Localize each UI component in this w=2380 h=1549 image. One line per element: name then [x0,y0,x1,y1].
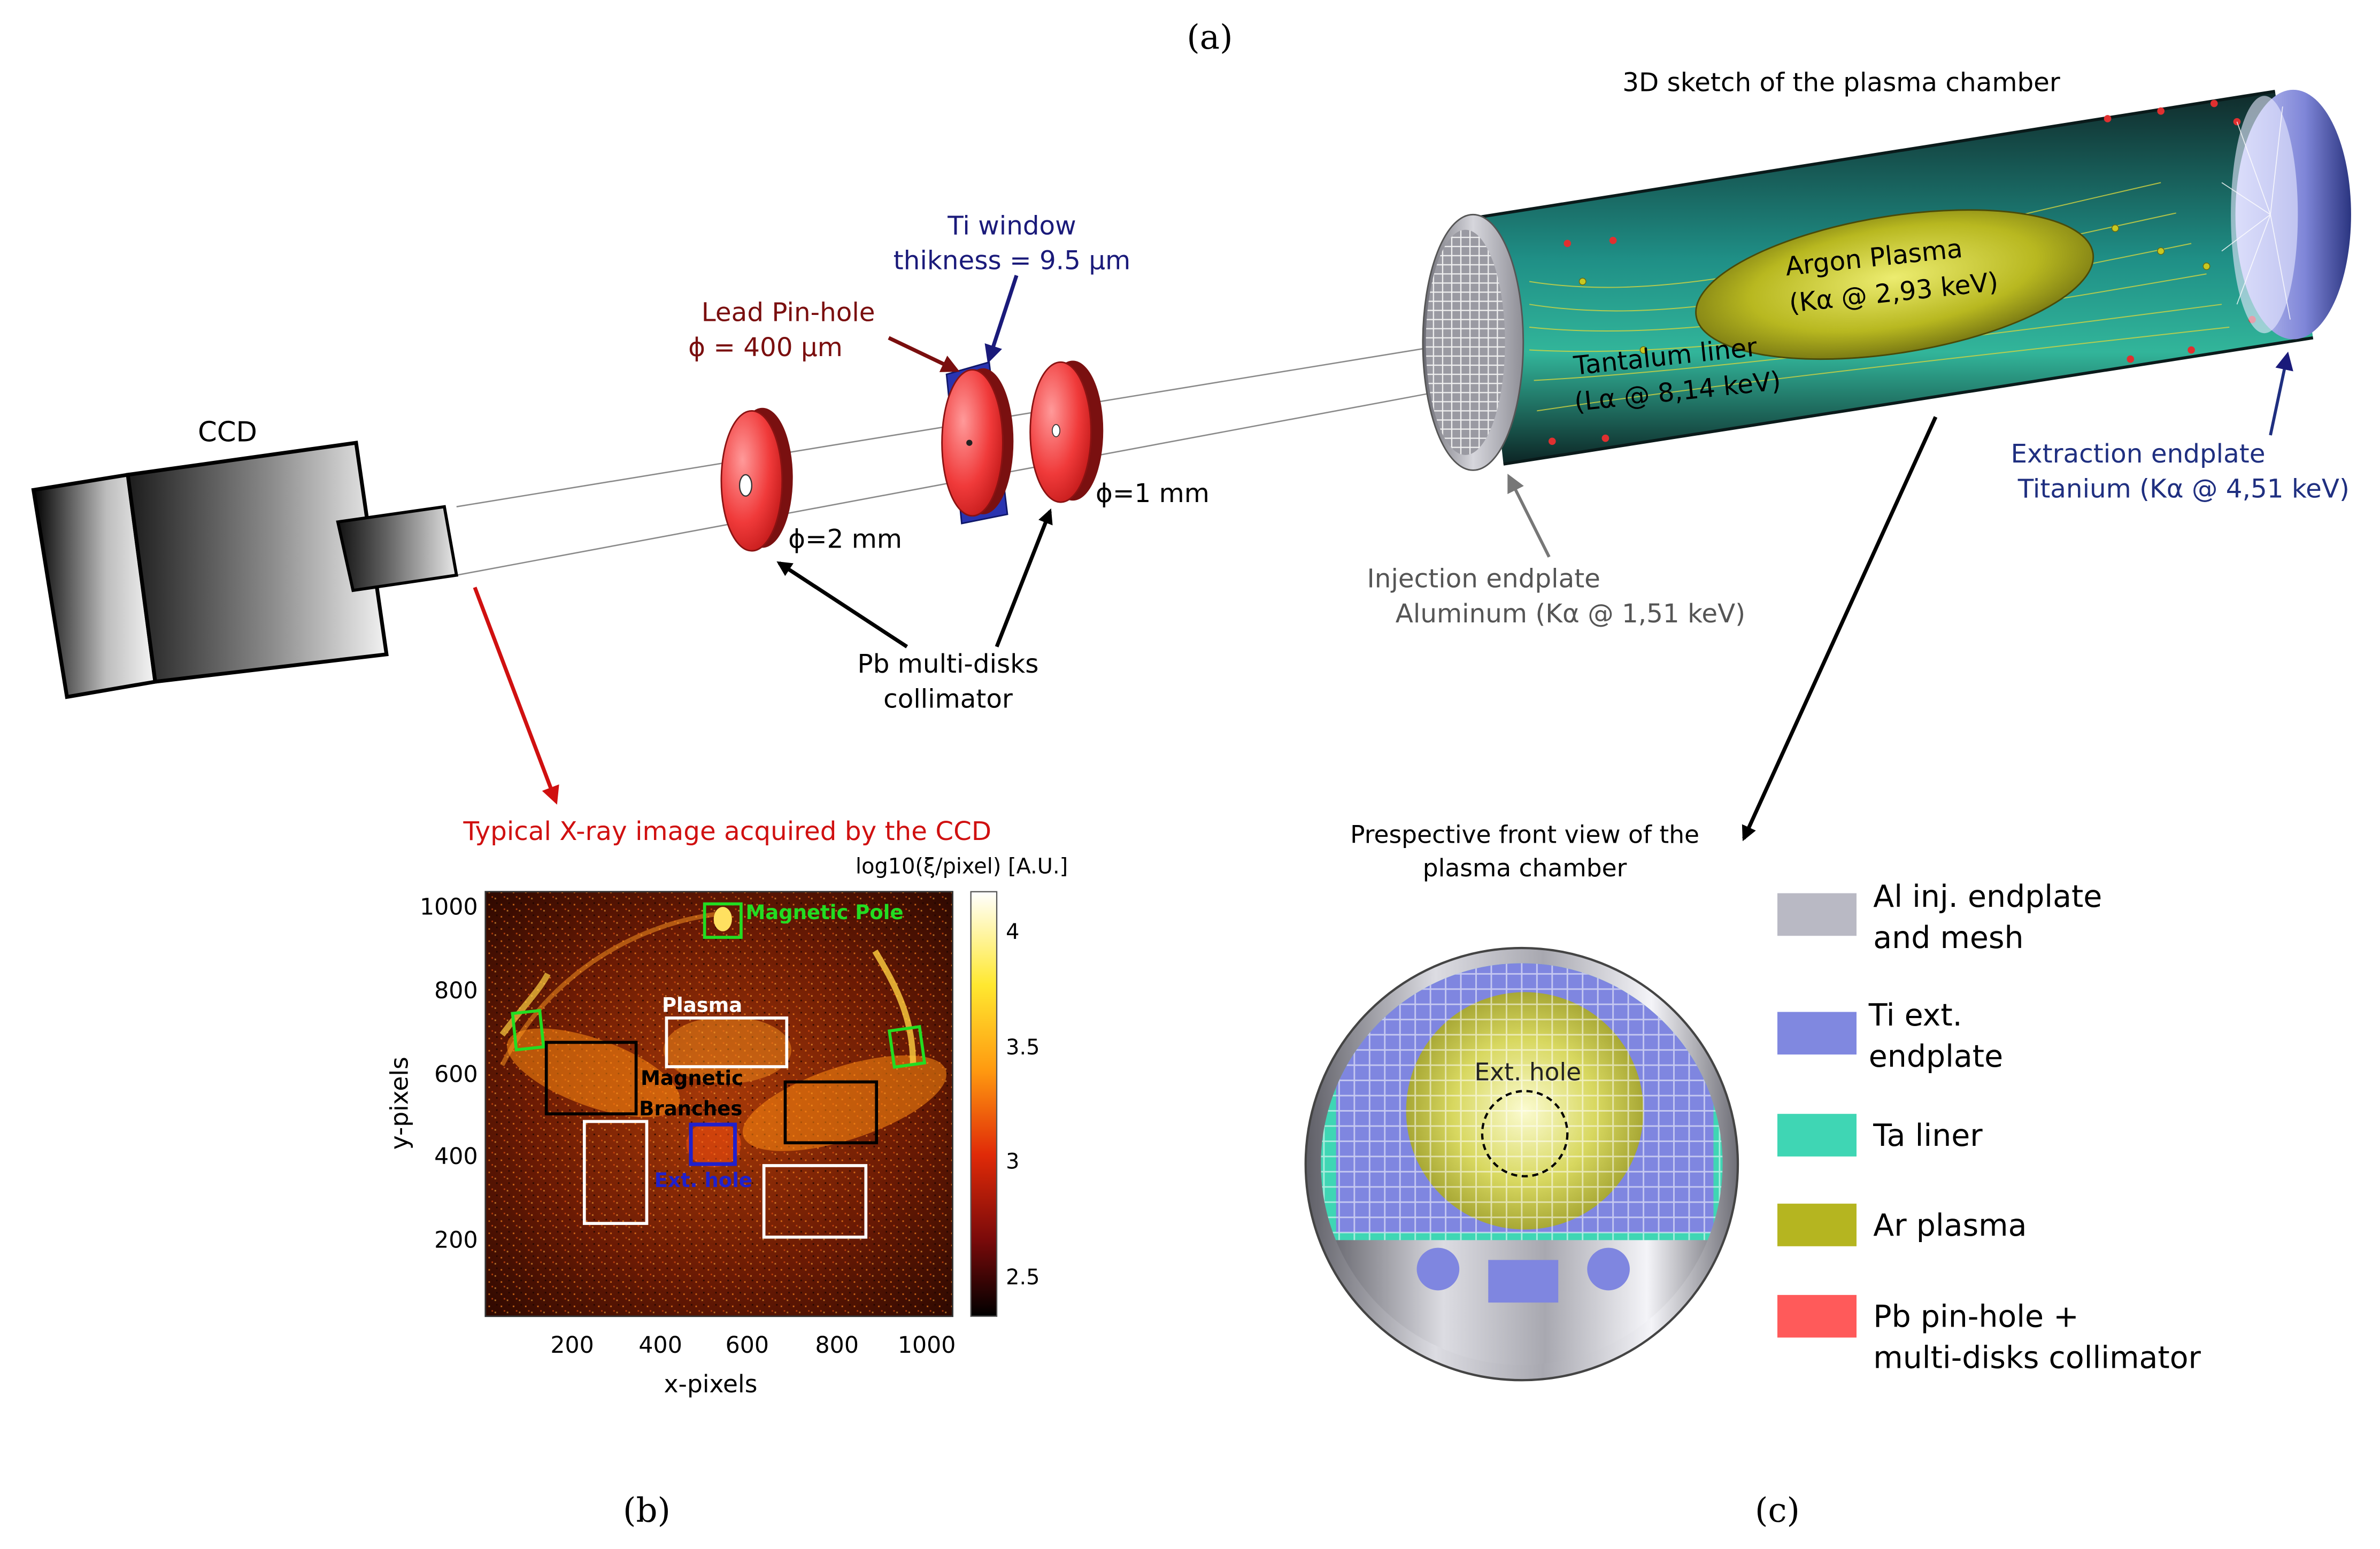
collimator-disk-1: ϕ=2 mm [720,407,902,554]
ccd-camera: CCD [31,416,459,699]
legend-label-line1: Al inj. endplate [1873,879,2102,914]
collimator-arrow-right [995,508,1053,648]
disk-1-label: ϕ=2 mm [788,525,902,554]
x-axis: 200 400 600 800 1000 [550,1332,956,1359]
legend: Al inj. endplate and mesh Ti ext. endpla… [1777,879,2201,1375]
y-tick: 400 [434,1143,477,1170]
label-branches-2: Branches [639,1097,742,1120]
colorbar-tick: 3 [1006,1150,1019,1174]
x-tick: 400 [638,1332,682,1359]
legend-label-line1: Pb pin-hole + [1873,1299,2079,1335]
legend-swatch [1777,893,1857,936]
colorbar: 4 3.5 3 2.5 [970,891,1039,1317]
front-view-title-2: plasma chamber [1423,854,1627,882]
injection-label-1: Injection endplate [1367,564,1600,594]
legend-label-line1: Ar plasma [1873,1208,2027,1243]
colorbar-label: log10(ξ/pixel) [A.U.] [856,854,1068,879]
xray-caption: Typical X-ray image acquired by the CCD [463,816,992,846]
y-tick: 600 [434,1061,477,1088]
collimator-label-2: collimator [883,684,1013,714]
ccd-label: CCD [198,416,257,448]
x-axis-label: x-pixels [664,1370,758,1398]
ccd-to-image-arrow [473,587,559,805]
legend-item: Ar plasma [1777,1204,2027,1246]
ti-window-arrow [984,275,1019,364]
front-view [1304,946,1739,1382]
x-tick: 600 [726,1332,769,1359]
legend-swatch [1777,1012,1857,1055]
legend-item: Ti ext. endplate [1777,998,2003,1074]
extraction-arrow [2269,351,2293,436]
legend-item: Al inj. endplate and mesh [1777,879,2102,955]
colorbar-tick: 2.5 [1006,1265,1039,1290]
y-axis: 1000 800 600 400 200 [420,893,478,1253]
label-magnetic-pole: Magnetic Pole [745,901,903,924]
lead-pinhole-disk [941,368,1014,517]
y-tick: 200 [434,1227,477,1254]
chamber-title: 3D sketch of the plasma chamber [1622,68,2060,98]
label-plasma: Plasma [662,994,742,1017]
plasma-chamber [1422,89,2351,471]
xray-heatmap [484,891,953,1317]
legend-label-line2: endplate [1869,1039,2003,1074]
x-tick: 200 [550,1332,594,1359]
legend-label-line1: Ta liner [1873,1118,1983,1153]
injection-arrow [1507,473,1551,558]
lead-pinhole-label-2: ϕ = 400 µm [688,333,843,363]
y-tick: 800 [434,977,477,1004]
legend-label-line2: multi-disks collimator [1873,1340,2201,1375]
legend-item: Ta liner [1777,1114,1983,1157]
legend-item: Pb pin-hole + multi-disks collimator [1777,1294,2201,1375]
y-axis-label: y-pixels [386,1057,414,1150]
legend-label-line2: and mesh [1873,920,2023,955]
front-view-title-1: Prespective front view of the [1350,821,1699,849]
lead-pinhole-label-1: Lead Pin-hole [702,297,875,327]
label-branches-1: Magnetic [641,1067,743,1090]
collimator-disk-2: ϕ=1 mm [1029,360,1210,508]
legend-swatch [1777,1114,1857,1157]
colorbar-tick: 3.5 [1006,1035,1039,1060]
colorbar-tick: 4 [1006,920,1019,944]
chamber-to-front-view-arrow [1742,416,1938,842]
x-tick: 1000 [898,1332,956,1359]
x-tick: 800 [815,1332,859,1359]
injection-label-2: Aluminum (Kα @ 1,51 keV) [1396,599,1745,629]
legend-label-line1: Ti ext. [1868,998,1962,1033]
front-view-hole-label: Ext. hole [1474,1058,1581,1086]
ti-window-label-2: thikness = 9.5 µm [894,246,1130,276]
panel-label-b: (b) [623,1491,671,1530]
disk-2-label: ϕ=1 mm [1096,479,1210,508]
legend-swatch [1777,1204,1857,1246]
panel-label-a: (a) [1187,18,1233,57]
extraction-label-1: Extraction endplate [2011,439,2265,469]
panel-label-c: (c) [1755,1491,1800,1530]
collimator-arrow-left [776,561,908,649]
extraction-label-2: Titanium (Kα @ 4,51 keV) [2017,474,2350,504]
label-ext-hole: Ext. hole [654,1169,752,1192]
lead-pinhole-arrow [888,336,960,372]
collimator-label-1: Pb multi-disks [858,649,1039,679]
legend-swatch [1777,1294,1857,1338]
ti-window-label-1: Ti window [947,211,1076,241]
y-tick: 1000 [420,893,478,920]
